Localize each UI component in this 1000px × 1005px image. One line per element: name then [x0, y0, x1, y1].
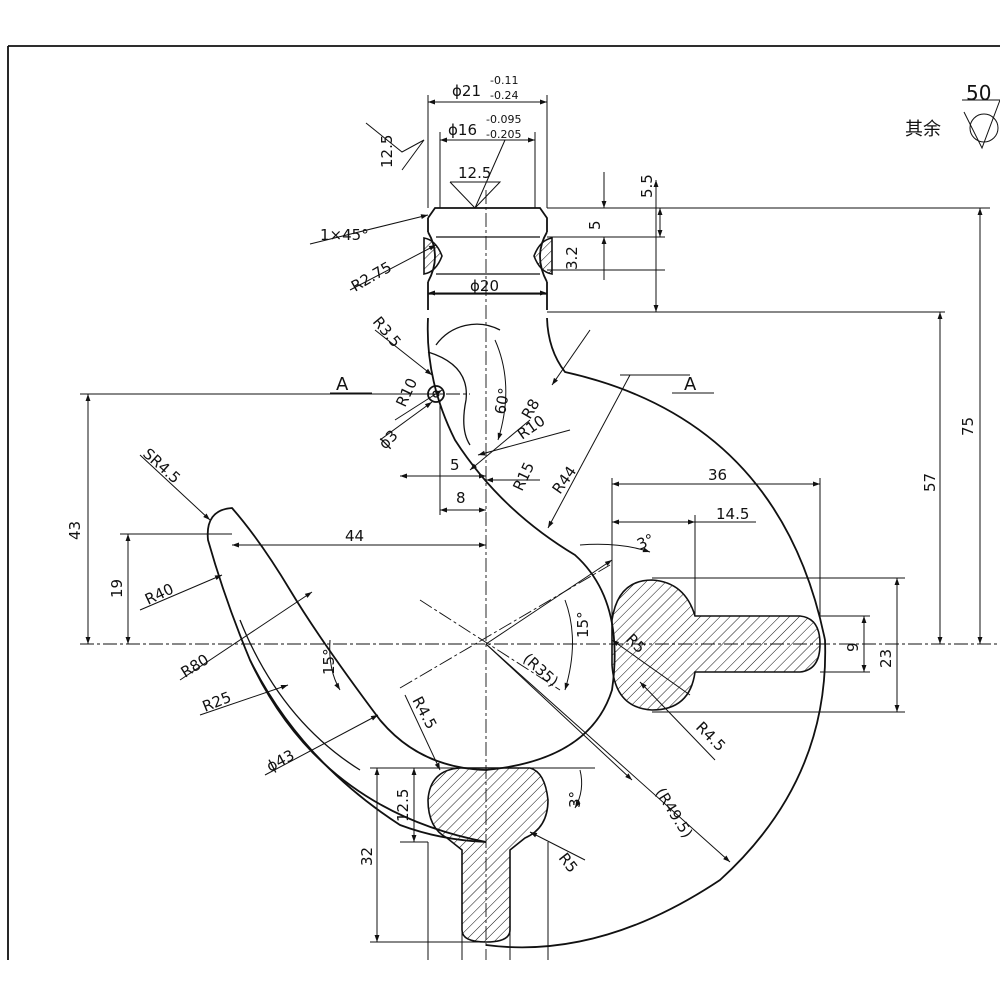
- tol21-lower: -0.24: [490, 89, 518, 102]
- label-r45b: R4.5: [692, 718, 729, 755]
- label-d8: 8: [456, 489, 466, 507]
- label-sr45: SR4.5: [139, 445, 184, 488]
- tol16-base: ϕ16: [448, 121, 477, 139]
- label-r35: R3.5: [369, 313, 405, 351]
- tol21-upper: -0.11: [490, 74, 518, 87]
- label-r25: R25: [200, 688, 234, 716]
- label-d57: 57: [921, 473, 939, 492]
- label-d23: 23: [877, 649, 895, 668]
- label-r5b: R5: [555, 849, 581, 876]
- label-d20: ϕ20: [470, 277, 499, 295]
- section-mark-left: A: [336, 374, 349, 395]
- label-r40: R40: [142, 580, 176, 609]
- label-chamfer: 1×45°: [320, 226, 369, 244]
- roughness-top-icon: [449, 139, 506, 209]
- label-ang15b: 15°: [574, 611, 592, 638]
- bottom-section: [427, 767, 549, 943]
- label-r495: (R49.5): [652, 785, 697, 842]
- diagonal-centerline-a: [399, 564, 611, 689]
- roughness-top-value: 12.5: [458, 164, 491, 182]
- diagonal-centerline-b: [419, 599, 561, 691]
- label-d55: 5.5: [638, 174, 656, 198]
- label-d19: 19: [108, 579, 126, 598]
- label-r44: R44: [549, 463, 581, 498]
- roughness-corner-icon: [963, 99, 1000, 150]
- right-section: [611, 579, 821, 711]
- label-phi3: ϕ3: [375, 426, 401, 452]
- label-d32b: 32: [358, 847, 376, 866]
- label-r275: R2.75: [348, 258, 395, 296]
- label-d32: 3.2: [563, 246, 581, 270]
- label-d43: 43: [66, 521, 84, 540]
- label-d5b: 5: [586, 220, 604, 230]
- label-d145: 14.5: [716, 505, 749, 523]
- surface-note-value: 50: [966, 81, 991, 105]
- roughness-left-icon: [365, 122, 425, 171]
- tol16-upper: -0.095: [486, 113, 521, 126]
- label-d44: 44: [345, 527, 364, 545]
- label-r80: R80: [178, 650, 213, 681]
- label-phi43: ϕ43: [263, 746, 297, 776]
- label-ang15a: 15°: [320, 648, 338, 675]
- label-d125: 12.5: [394, 789, 412, 822]
- roughness-left-value: 12.5: [378, 135, 396, 168]
- frame-border: [7, 45, 1000, 960]
- label-d75: 75: [959, 417, 977, 436]
- label-r35b: (R35): [519, 650, 562, 691]
- dimension-lines: [80, 95, 990, 960]
- section-mark-right: A: [684, 374, 697, 395]
- surface-note-prefix: 其余: [905, 119, 941, 140]
- shank: [423, 207, 553, 310]
- label-ang60: 60°: [491, 386, 513, 415]
- label-d36: 36: [708, 466, 727, 484]
- label-r10a: R10: [392, 375, 421, 409]
- label-r15: R15: [509, 459, 538, 493]
- label-d9: 9: [844, 642, 862, 652]
- tol21-base: ϕ21: [452, 82, 481, 100]
- label-ang3b: 3°: [566, 791, 584, 808]
- label-ang3a: 3°: [634, 530, 657, 554]
- dimension-text: 其余 50 ϕ21 -0.11 -0.24 ϕ16 -0.095 -0.205 …: [66, 74, 991, 876]
- label-d5a: 5: [450, 456, 460, 474]
- tol16-lower: -0.205: [486, 128, 521, 141]
- label-r10b: R10: [514, 412, 549, 444]
